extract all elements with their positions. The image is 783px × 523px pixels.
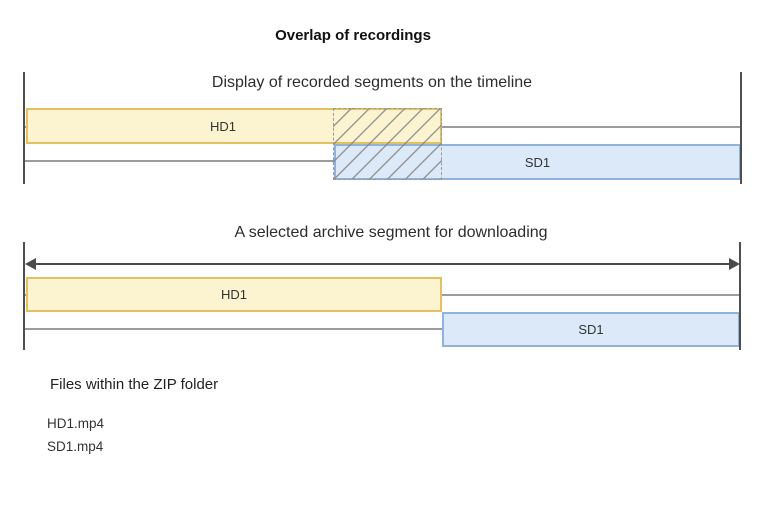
zip-file-name: HD1.mp4	[47, 416, 105, 431]
recorded-timeline-end-boundary	[740, 72, 742, 184]
zip-section-title: Files within the ZIP folder	[50, 376, 219, 393]
zip-file-name: SD1.mp4	[47, 439, 104, 454]
selected-sd1-segment-label: SD1	[578, 322, 604, 337]
page-title: Overlap of recordings	[275, 27, 431, 44]
recorded-hd1-segment-label: HD1	[209, 118, 236, 134]
overlap-region-hatch	[333, 108, 442, 180]
selected-sd1-segment-bar: SD1	[442, 312, 740, 347]
selected-hd1-segment-label: HD1	[220, 287, 247, 302]
recorded-sd1-segment-label: SD1	[524, 154, 551, 170]
selected-timeline-end-boundary	[739, 242, 741, 350]
arrow-right-head-icon	[729, 258, 740, 270]
arrow-left-head-icon	[25, 258, 36, 270]
recorded-timeline-title: Display of recorded segments on the time…	[211, 74, 533, 91]
recorded-timeline-start-boundary	[23, 72, 25, 184]
selected-hd1-segment-bar: HD1	[26, 277, 442, 312]
selected-sd-track-line	[24, 328, 740, 330]
selected-timeline-title: A selected archive segment for downloadi…	[234, 224, 548, 241]
selection-range-arrow	[33, 263, 733, 265]
selected-timeline-start-boundary	[23, 242, 25, 350]
